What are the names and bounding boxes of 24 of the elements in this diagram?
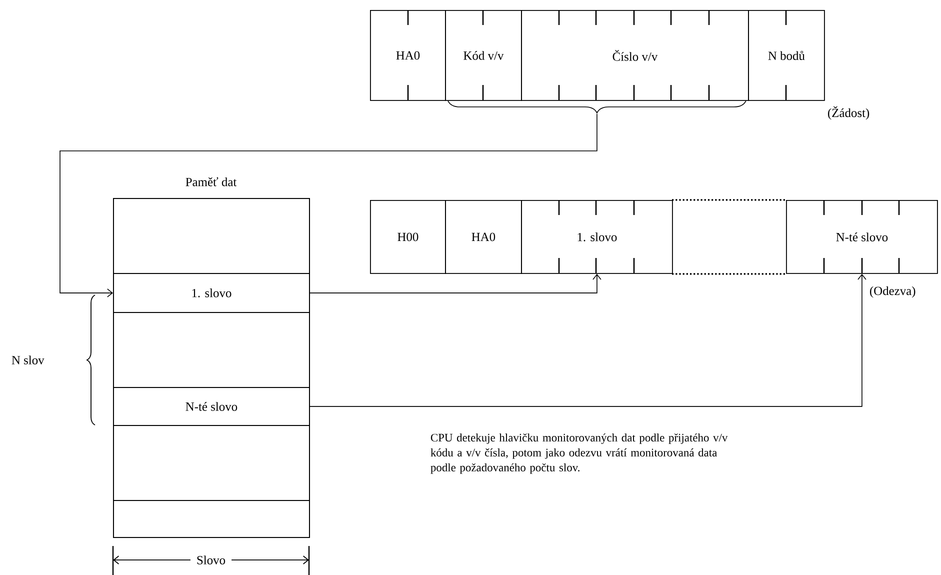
memory-row: 1. slovo xyxy=(113,273,310,313)
arrow xyxy=(310,274,602,294)
field-cell: Číslo v/v xyxy=(521,9,749,101)
dimension-line: Slovo xyxy=(112,545,310,575)
memory-row xyxy=(113,500,310,538)
caption-label: (Odezva) xyxy=(870,286,916,298)
arrow xyxy=(310,274,866,407)
field-cell: HA0 xyxy=(370,9,446,101)
field-cell: HA0 xyxy=(445,200,522,274)
field-cell: N-té slovo xyxy=(786,199,938,274)
field-cell: 1. slovo xyxy=(521,199,673,274)
node-label: Paměť dat xyxy=(186,177,237,186)
note-text: CPU detekuje hlavičku monitorovaných dat podle přijatého v/v kódu a v/v čísla, potom jako odezvu vrátí monitorovaná data podle požadovaného počtu slov. xyxy=(430,433,728,474)
brace-label: N slov xyxy=(12,356,44,364)
caption-label: (Žádost) xyxy=(828,106,870,120)
memory-row: N-té slovo xyxy=(113,387,310,426)
omitted-cells xyxy=(671,199,788,275)
field-cell: N bodů xyxy=(748,9,825,101)
memory-row xyxy=(113,198,310,274)
arrow xyxy=(60,100,746,298)
memory-row xyxy=(113,312,310,388)
field-cell: H00 xyxy=(370,200,446,274)
memory-row xyxy=(113,424,310,501)
field-cell: Kód v/v xyxy=(445,9,522,101)
